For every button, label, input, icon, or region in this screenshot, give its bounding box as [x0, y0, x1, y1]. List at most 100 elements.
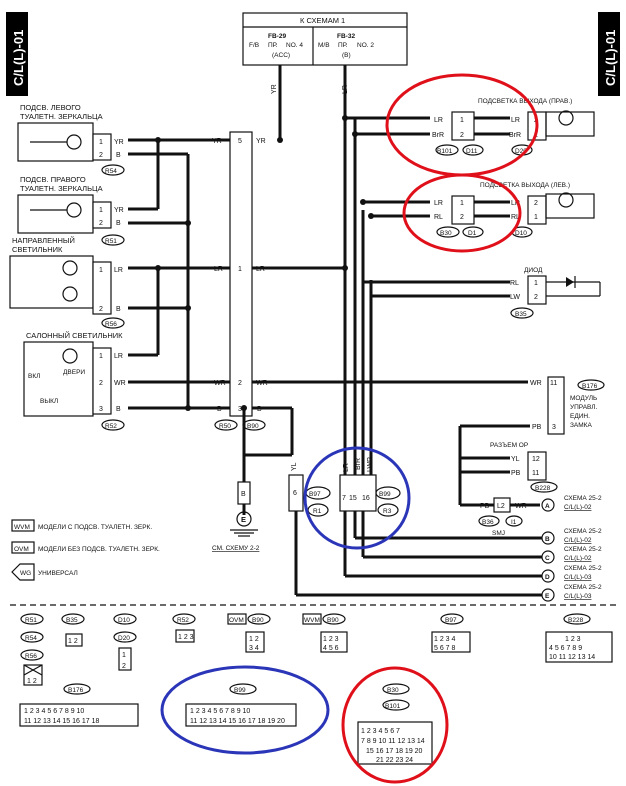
svg-text:RL: RL [511, 214, 520, 221]
svg-text:LR: LR [343, 463, 350, 472]
svg-text:SMJ: SMJ [492, 530, 505, 537]
svg-text:5 6 7 8: 5 6 7 8 [434, 645, 456, 652]
svg-text:B: B [241, 491, 246, 498]
connector-op: РАЗЪЕМ ОР YL 12 PB 11 B228 [460, 442, 558, 493]
b97-connector: 6 YL B97 R1 [288, 462, 331, 517]
svg-text:16: 16 [362, 495, 370, 502]
svg-text:WVM: WVM [14, 524, 30, 531]
svg-text:ДВЕРИ: ДВЕРИ [63, 369, 85, 376]
svg-text:R50: R50 [219, 423, 231, 430]
svg-text:УНИВЕРСАЛ: УНИВЕРСАЛ [38, 570, 78, 577]
svg-text:ПОДСВЕТКА ВЫХОДА (ПРАВ.): ПОДСВЕТКА ВЫХОДА (ПРАВ.) [478, 98, 572, 105]
svg-text:ВКЛ: ВКЛ [28, 373, 40, 380]
svg-text:B35: B35 [66, 617, 78, 624]
svg-text:2: 2 [99, 220, 103, 227]
svg-text:1 2 3: 1 2 3 [178, 634, 194, 641]
svg-text:B: B [116, 406, 121, 413]
svg-text:YR: YR [256, 138, 266, 145]
svg-text:R54: R54 [25, 635, 37, 642]
ground-symbol: B E СМ. СХЕМУ 2-2 [212, 481, 260, 552]
svg-text:1 2 3: 1 2 3 [323, 636, 339, 643]
svg-text:WVM: WVM [304, 617, 320, 624]
highlight-blue-b99 [303, 446, 411, 550]
svg-text:FB-29: FB-29 [268, 33, 286, 40]
svg-text:E: E [545, 593, 550, 600]
svg-text:4 5 6: 4 5 6 [323, 645, 339, 652]
svg-text:1 2 3 4 5 6 7: 1 2 3 4 5 6 7 [361, 728, 400, 735]
legend: WVM МОДЕЛИ С ПОДСВ. ТУАЛЕТН. ЗЕРК. OVM М… [11, 519, 160, 581]
svg-text:C: C [545, 555, 550, 562]
svg-text:СХЕМА 25-2: СХЕМА 25-2 [564, 565, 602, 572]
svg-text:NO. 4: NO. 4 [286, 42, 303, 49]
page-code-left: C/L(L)-01 [6, 12, 28, 96]
svg-text:1 2: 1 2 [249, 636, 259, 643]
svg-text:B: B [545, 536, 550, 543]
svg-text:OVM: OVM [229, 617, 244, 624]
room-lamp: САЛОННЫЙ СВЕТИЛЬНИК ВКЛ ДВЕРИ ВЫКЛ 1 2 3… [23, 331, 126, 431]
svg-text:1: 1 [534, 280, 538, 287]
svg-text:BrR: BrR [355, 458, 362, 470]
svg-text:ЗАМКА: ЗАМКА [570, 422, 592, 429]
svg-text:WR: WR [256, 380, 268, 387]
svg-text:LR: LR [434, 117, 443, 124]
svg-text:ВЫКЛ: ВЫКЛ [40, 398, 58, 405]
svg-text:ПОДСВЕТКА ВЫХОДА (ЛЕВ.): ПОДСВЕТКА ВЫХОДА (ЛЕВ.) [480, 182, 570, 189]
svg-text:ЕДИН.: ЕДИН. [570, 413, 590, 420]
svg-text:РАЗЪЕМ ОР: РАЗЪЕМ ОР [490, 442, 528, 449]
svg-text:2: 2 [534, 200, 538, 207]
svg-text:3: 3 [552, 424, 556, 431]
scheme-ref-a: A СХЕМА 25-2 C/L(L)-02 [541, 495, 602, 512]
svg-text:МОДУЛЬ: МОДУЛЬ [570, 395, 597, 402]
svg-text:2: 2 [460, 132, 464, 139]
svg-text:F/B: F/B [249, 42, 259, 49]
svg-text:12: 12 [532, 456, 540, 463]
svg-text:4 5 6 7 8 9: 4 5 6 7 8 9 [549, 645, 582, 652]
svg-text:NO. 2: NO. 2 [357, 42, 374, 49]
svg-text:B99: B99 [234, 687, 246, 694]
svg-text:СМ. СХЕМУ 2-2: СМ. СХЕМУ 2-2 [212, 545, 260, 552]
svg-text:R52: R52 [105, 423, 117, 430]
svg-text:СХЕМА 25-2: СХЕМА 25-2 [564, 584, 602, 591]
svg-text:YR: YR [271, 84, 278, 94]
svg-text:НАПРАВЛЕННЫЙ: НАПРАВЛЕННЫЙ [12, 236, 75, 245]
svg-text:1: 1 [122, 652, 126, 659]
svg-text:1: 1 [99, 353, 103, 360]
scheme-ref-d: D СХЕМА 25-2 C/L(L)-03 [541, 565, 602, 583]
svg-text:B36: B36 [482, 519, 494, 526]
svg-text:2: 2 [122, 663, 126, 670]
svg-text:FB-32: FB-32 [337, 33, 355, 40]
svg-text:21 22 23 24: 21 22 23 24 [376, 757, 413, 764]
svg-text:B97: B97 [309, 491, 321, 498]
svg-text:СХЕМА 25-2: СХЕМА 25-2 [564, 528, 602, 535]
svg-text:B: B [116, 306, 121, 313]
svg-text:C/L(L)-02: C/L(L)-02 [564, 537, 592, 544]
svg-text:2: 2 [534, 294, 538, 301]
svg-text:RL: RL [434, 214, 443, 221]
svg-text:PB: PB [511, 470, 521, 477]
fuse-box-top: К СХЕМАМ 1 FB-29 F/B ПР. NO. 4 (ACC) FB-… [242, 12, 408, 66]
svg-text:2: 2 [460, 214, 464, 221]
svg-text:11: 11 [532, 470, 539, 477]
highlight-red-exit-left [402, 173, 522, 253]
svg-text:B101: B101 [437, 148, 453, 155]
svg-text:B101: B101 [385, 703, 401, 710]
svg-text:МОДЕЛИ БЕЗ ПОДСВ. ТУАЛЕТН. ЗЕР: МОДЕЛИ БЕЗ ПОДСВ. ТУАЛЕТН. ЗЕРК. [38, 546, 160, 553]
svg-text:LR: LR [511, 117, 520, 124]
svg-text:D20: D20 [515, 148, 527, 155]
svg-text:B30: B30 [387, 687, 399, 694]
svg-text:СВЕТИЛЬНИК: СВЕТИЛЬНИК [12, 245, 63, 254]
svg-text:11 12 13 14 15 16 17 18 19 20: 11 12 13 14 15 16 17 18 19 20 [190, 718, 285, 725]
svg-text:C/L(L)-03: C/L(L)-03 [564, 593, 592, 600]
scheme-ref-c: C СХЕМА 25-2 C/L(L)-02 [541, 546, 602, 564]
svg-text:СХЕМА 25-2: СХЕМА 25-2 [564, 546, 602, 553]
svg-text:R51: R51 [25, 617, 37, 624]
b99-connector: 7 15 16 LR BrR LWR B99 R3 [339, 457, 401, 517]
svg-text:3: 3 [99, 406, 103, 413]
spot-lamp: НАПРАВЛЕННЫЙ СВЕТИЛЬНИК 1 2 LR B R56 [9, 236, 125, 329]
svg-text:LW: LW [510, 294, 520, 301]
svg-text:R52: R52 [177, 617, 189, 624]
svg-text:C/L(L)-03: C/L(L)-03 [564, 574, 592, 581]
svg-text:ПР.: ПР. [268, 42, 278, 49]
svg-text:YR: YR [212, 138, 222, 145]
